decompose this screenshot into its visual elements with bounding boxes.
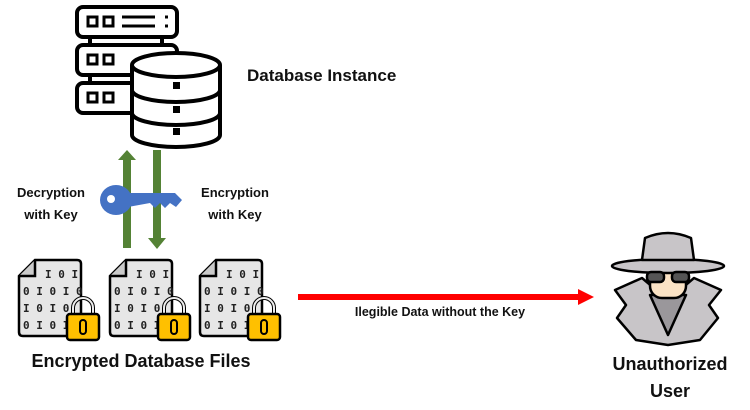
binary-text: 0 I 0 I 0 xyxy=(204,285,264,298)
binary-text: 0 I 0 I 0 xyxy=(114,285,174,298)
spy-user-icon xyxy=(610,231,726,347)
illegible-data-arrow xyxy=(298,289,594,305)
encrypted-file-icon: I 0 I 0 I 0 I 0 I 0 I 0 0 I 0 I xyxy=(17,258,101,342)
binary-text: I 0 I 0 xyxy=(114,302,160,315)
binary-text: I 0 I 0 xyxy=(23,302,69,315)
padlock-icon xyxy=(65,296,101,342)
encryption-label: Encryption with Key xyxy=(192,182,278,226)
decryption-label-line2: with Key xyxy=(24,207,78,222)
unauthorized-label-line1: Unauthorized xyxy=(612,354,728,374)
binary-text: I 0 I xyxy=(226,268,259,281)
encrypted-file-icon: I 0 I 0 I 0 I 0 I 0 I 0 0 I 0 I xyxy=(198,258,282,342)
encryption-label-line2: with Key xyxy=(208,207,262,222)
binary-text: I 0 I 0 xyxy=(204,302,250,315)
binary-text: I 0 I xyxy=(136,268,169,281)
encrypted-file-icon: I 0 I 0 I 0 I 0 I 0 I 0 0 I 0 I xyxy=(108,258,192,342)
decryption-label: Decryption with Key xyxy=(8,182,94,226)
unauthorized-user-label: Unauthorized User xyxy=(600,351,740,405)
database-instance-label: Database Instance xyxy=(247,66,397,85)
encryption-label-line1: Encryption xyxy=(201,185,269,200)
padlock-icon xyxy=(156,296,192,342)
padlock-icon xyxy=(246,296,282,342)
encrypted-files-label: Encrypted Database Files xyxy=(31,351,251,371)
illegible-data-label: Ilegible Data without the Key xyxy=(354,305,526,319)
binary-text: 0 I 0 I 0 xyxy=(23,285,83,298)
binary-text: 0 I 0 I xyxy=(204,319,250,332)
binary-text: I 0 I xyxy=(45,268,78,281)
binary-text: 0 I 0 I xyxy=(23,319,69,332)
binary-text: 0 I 0 I xyxy=(114,319,160,332)
database-cylinder-icon xyxy=(130,51,222,149)
unauthorized-label-line2: User xyxy=(649,381,691,401)
decryption-label-line1: Decryption xyxy=(17,185,85,200)
key-icon xyxy=(100,185,182,215)
